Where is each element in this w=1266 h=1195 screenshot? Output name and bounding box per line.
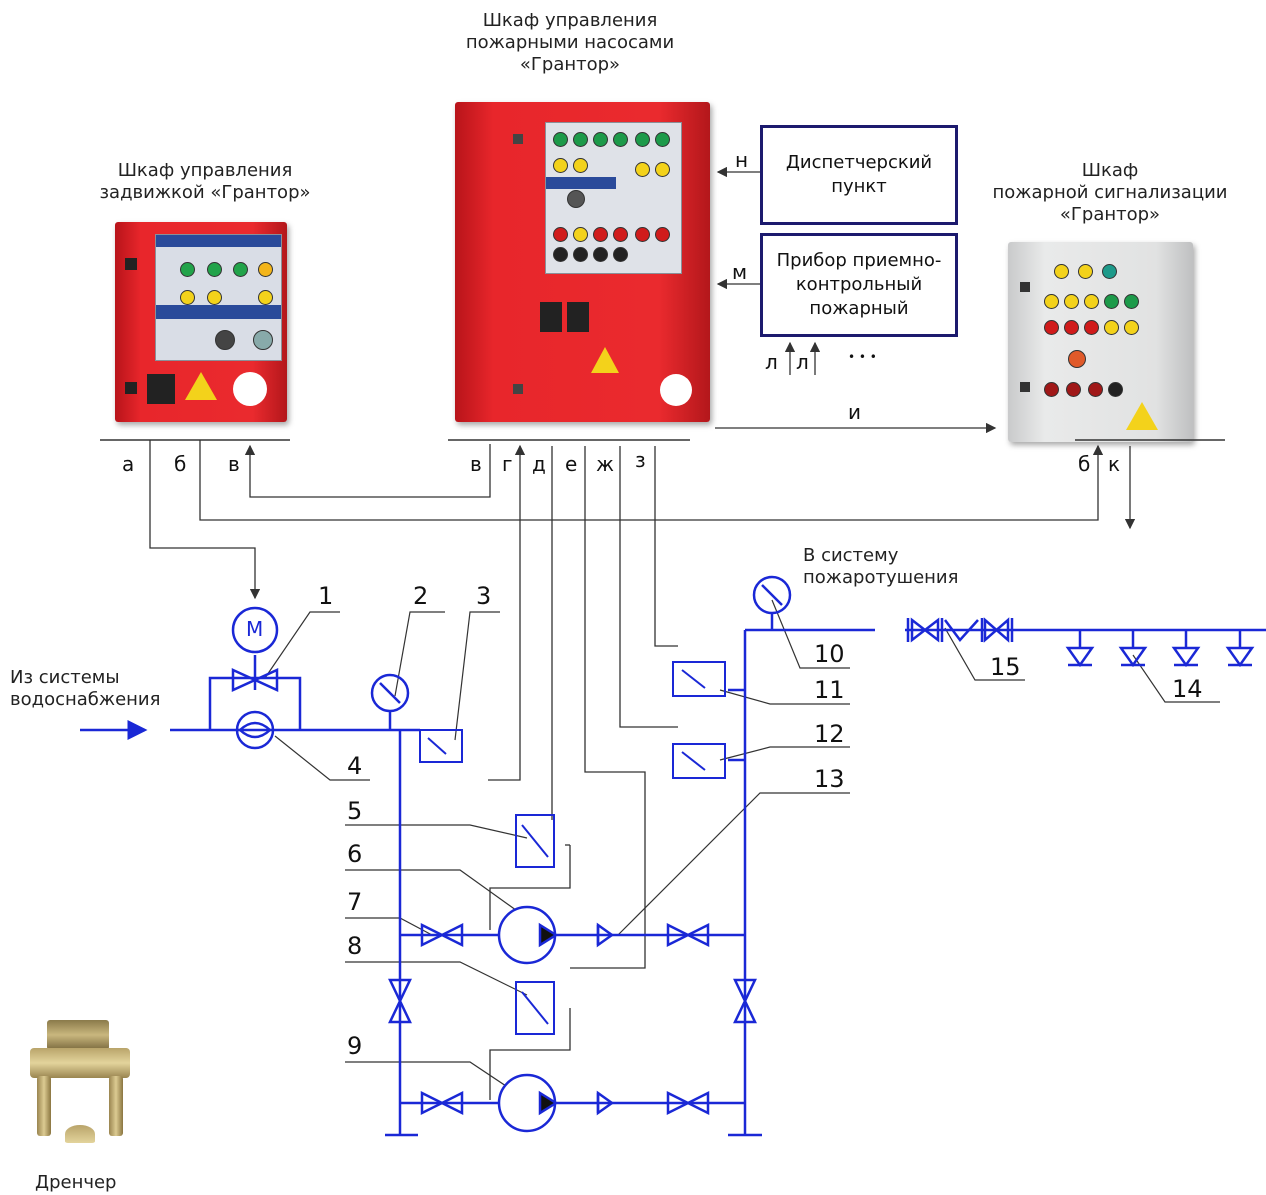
label-3: 3 bbox=[476, 582, 492, 610]
pump-cabinet-title: Шкаф управления пожарными насосами «Гран… bbox=[465, 10, 675, 75]
valve-cabinet-title: Шкаф управления задвижкой «Грантор» bbox=[99, 160, 311, 203]
signal-g: г bbox=[502, 452, 513, 476]
drencher-caption: Дренчер bbox=[35, 1172, 117, 1193]
label-8: 8 bbox=[347, 932, 363, 960]
outlet-label: В систему пожаротушения bbox=[803, 545, 959, 588]
label-15: 15 bbox=[990, 653, 1021, 681]
valve-control-cabinet bbox=[115, 222, 287, 422]
label-11: 11 bbox=[814, 676, 845, 704]
label-13: 13 bbox=[814, 765, 845, 793]
signal-m: м bbox=[732, 260, 748, 284]
label-12: 12 bbox=[814, 720, 845, 748]
flow-meter-4 bbox=[235, 710, 275, 750]
label-2: 2 bbox=[413, 582, 429, 610]
pumps bbox=[497, 905, 559, 1133]
pressure-switch-5 bbox=[515, 814, 555, 868]
label-7: 7 bbox=[347, 888, 363, 916]
pressure-switch-3 bbox=[419, 729, 463, 763]
signal-z: з bbox=[635, 448, 646, 472]
label-10: 10 bbox=[814, 640, 845, 668]
pressure-switch-11 bbox=[672, 661, 726, 697]
signal-b-left: б bbox=[174, 452, 187, 476]
signal-i: и bbox=[848, 400, 861, 424]
signal-v-left: в bbox=[228, 452, 240, 476]
label-9: 9 bbox=[347, 1032, 363, 1060]
signal-a: а bbox=[122, 452, 135, 476]
valve-7 bbox=[420, 922, 464, 948]
signal-e: е bbox=[565, 452, 578, 476]
signal-k: к bbox=[1108, 452, 1121, 476]
signal-l-1: л bbox=[765, 350, 778, 374]
drencher-image bbox=[25, 1020, 135, 1170]
label-5: 5 bbox=[347, 797, 363, 825]
pressure-gauge-2 bbox=[370, 673, 410, 713]
motor-label: М bbox=[246, 617, 264, 641]
sprinkler-group bbox=[1065, 646, 1255, 668]
signal-n: н bbox=[735, 148, 749, 172]
signal-b-right: б bbox=[1078, 452, 1091, 476]
pressure-switch-12 bbox=[672, 743, 726, 779]
signal-dots: • • • bbox=[848, 350, 877, 364]
pressure-gauge-10 bbox=[752, 575, 792, 615]
label-4: 4 bbox=[347, 752, 363, 780]
pressure-switch-8 bbox=[515, 981, 555, 1035]
valve-cluster-15 bbox=[906, 617, 1014, 643]
label-6: 6 bbox=[347, 840, 363, 868]
label-14: 14 bbox=[1172, 675, 1203, 703]
signal-l-2: л bbox=[796, 350, 809, 374]
fire-control-panel-box: Прибор приемно- контрольный пожарный bbox=[760, 233, 958, 337]
motorized-valve-1 bbox=[231, 606, 279, 692]
label-1: 1 bbox=[318, 582, 334, 610]
dispatch-point-box: Диспетчерский пункт bbox=[760, 125, 958, 225]
signal-zh: ж bbox=[596, 452, 615, 476]
pump-control-cabinet bbox=[455, 102, 710, 422]
fire-alarm-cabinet bbox=[1008, 242, 1193, 442]
alarm-cabinet-title: Шкаф пожарной сигнализации «Грантор» bbox=[992, 160, 1228, 225]
signal-v-right: в bbox=[470, 452, 482, 476]
inlet-label: Из системы водоснабжения bbox=[10, 667, 161, 710]
signal-d: д bbox=[532, 452, 546, 476]
